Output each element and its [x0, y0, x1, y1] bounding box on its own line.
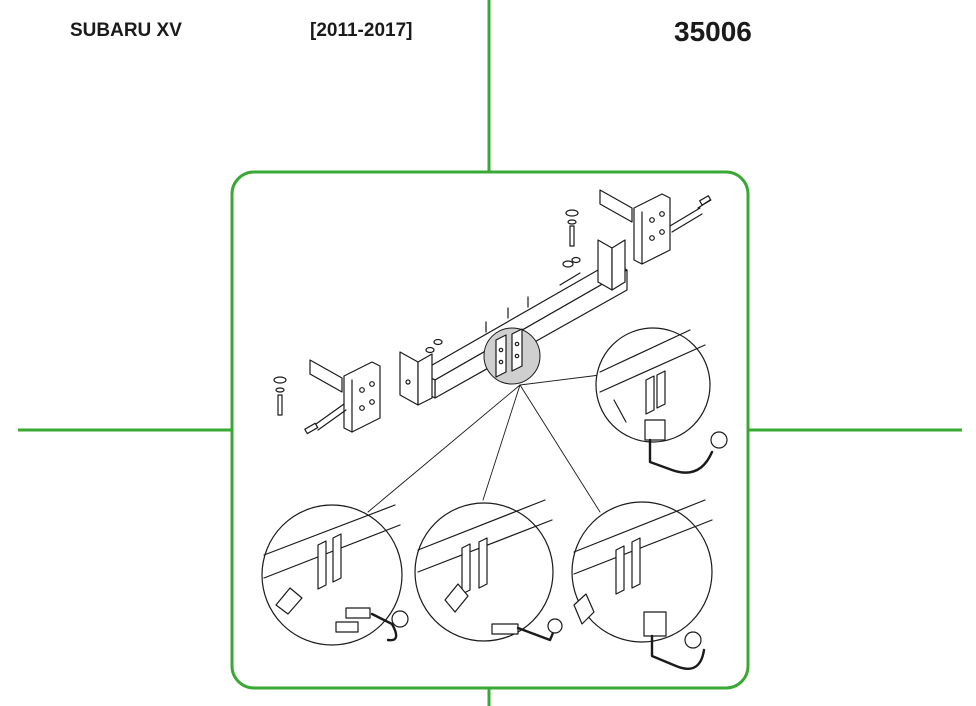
right-bolt-stack: [562, 209, 581, 268]
left-bracket: [304, 359, 381, 435]
callout-lines: [367, 374, 601, 513]
detail-view-bottom-center: [414, 499, 563, 642]
right-end-plate: [597, 239, 626, 291]
part-number: 35006: [674, 16, 752, 47]
detail-view-right: [595, 327, 728, 474]
center-mount-plates: [495, 328, 523, 378]
detail-view-bottom-right: [571, 499, 713, 670]
model-years: [2011-2017]: [310, 20, 413, 41]
guide-lines: [18, 0, 962, 706]
left-end-plate: [399, 351, 433, 406]
right-bracket: [599, 189, 712, 265]
left-bolt-stack: [273, 296, 529, 416]
vehicle-model: SUBARU XV: [70, 20, 182, 41]
detail-view-bottom-left: [261, 504, 409, 646]
